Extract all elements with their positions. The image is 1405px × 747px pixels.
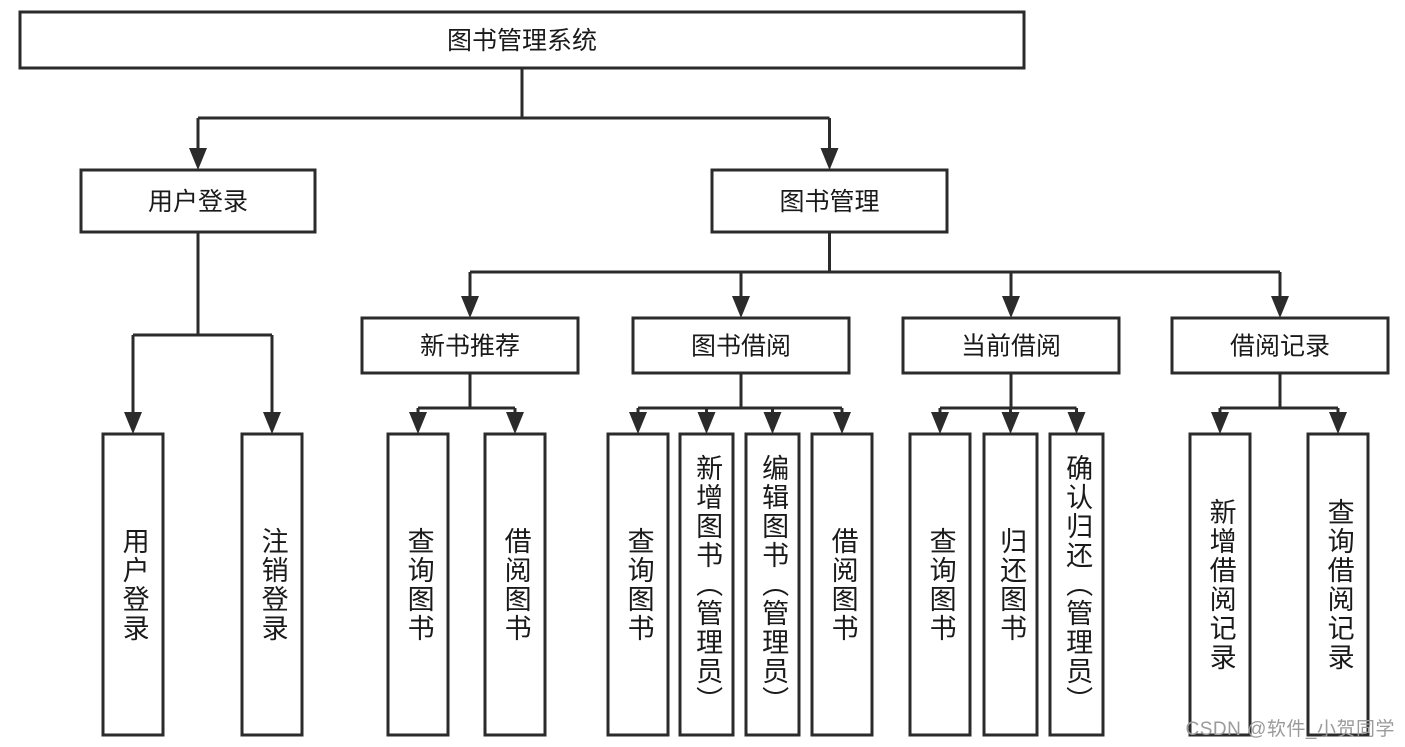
arrow-leaf-query-record (1329, 412, 1347, 434)
level3-node-rect (1170, 316, 1390, 375)
level2-node-rect (79, 168, 317, 234)
leaf-node-leaf-add-record[interactable] (1188, 432, 1252, 737)
leaf-label-leaf-confirm-return: 确认归还（管理员） (1062, 454, 1093, 715)
leaf-label-leaf-user-login: 用户登录 (118, 526, 149, 643)
level3-node-book-borrow[interactable] (631, 316, 851, 375)
level3-node-rect (901, 316, 1121, 375)
level3-node-new-book-rec[interactable] (360, 316, 580, 375)
arrow-leaf-return-book (1001, 412, 1020, 434)
leaf-label-leaf-query-book-1: 查询图书 (403, 526, 434, 643)
leaf-node-leaf-logout[interactable] (240, 432, 304, 737)
arrow-leaf-logout (263, 412, 281, 434)
leaf-label-leaf-query-record: 查询借阅记录 (1323, 497, 1354, 672)
leaf-node-leaf-user-login[interactable] (101, 432, 165, 737)
leaf-node-leaf-borrow-book-2[interactable] (810, 432, 874, 737)
leaf-label-leaf-return-book: 归还图书 (996, 526, 1027, 643)
level2-node-book-manage[interactable] (710, 168, 949, 234)
level3-node-rect (631, 316, 851, 375)
arrow-leaf-add-record (1211, 412, 1229, 434)
leaf-label-leaf-add-book: 新增图书（管理员） (692, 454, 723, 715)
arrow-new-book-rec (461, 296, 479, 318)
arrow-leaf-borrow-book-2 (833, 412, 851, 434)
arrow-leaf-borrow-book-1 (506, 412, 524, 434)
arrow-book-borrow (732, 296, 750, 318)
arrow-leaf-user-login (124, 412, 142, 434)
leaf-node-leaf-query-book-1[interactable] (386, 432, 450, 737)
level3-node-label: 当前借阅 (961, 333, 1061, 361)
leaf-label-leaf-logout: 注销登录 (257, 526, 288, 643)
level2-node-label: 图书管理 (779, 188, 879, 216)
leaf-node-leaf-return-book[interactable] (982, 432, 1039, 737)
root-node-label: 图书管理系统 (447, 27, 597, 55)
level3-node-label: 借阅记录 (1230, 333, 1330, 361)
level3-node-label: 新书推荐 (420, 333, 520, 361)
root-node-root[interactable] (18, 10, 1026, 70)
leaf-node-leaf-query-book-2[interactable] (606, 432, 670, 737)
level3-node-label: 图书借阅 (691, 333, 791, 361)
leaf-label-leaf-borrow-book-2: 借阅图书 (827, 526, 858, 643)
arrow-leaf-add-book (697, 412, 716, 434)
leaf-label-leaf-borrow-book-1: 借阅图书 (500, 526, 531, 643)
leaf-label-leaf-add-record: 新增借阅记录 (1205, 497, 1236, 672)
arrow-leaf-confirm-return (1067, 412, 1086, 434)
leaf-node-leaf-add-book[interactable] (678, 432, 735, 737)
connectors-layer (124, 68, 1347, 434)
leaf-label-leaf-query-book-2: 查询图书 (623, 526, 654, 643)
level3-node-borrow-record[interactable] (1170, 316, 1390, 375)
leaf-node-leaf-query-book-3[interactable] (908, 432, 972, 737)
boxes-layer (18, 10, 1390, 737)
arrow-to-book-manage (820, 148, 839, 170)
root-node-rect (18, 10, 1026, 70)
leaf-label-leaf-query-book-3: 查询图书 (925, 526, 956, 643)
arrow-current-borrow (1002, 296, 1020, 318)
leaf-node-leaf-query-record[interactable] (1306, 432, 1370, 737)
level3-node-current-borrow[interactable] (901, 316, 1121, 375)
arrow-to-user-login (189, 148, 207, 170)
arrow-leaf-query-book-3 (931, 412, 949, 434)
arrow-leaf-query-book-2 (629, 412, 647, 434)
leaf-node-leaf-edit-book[interactable] (744, 432, 801, 737)
level3-node-rect (360, 316, 580, 375)
leaf-label-leaf-edit-book: 编辑图书（管理员） (758, 454, 789, 715)
level2-node-label: 用户登录 (148, 188, 248, 216)
level2-node-user-login[interactable] (79, 168, 317, 234)
arrow-leaf-query-book-1 (409, 412, 427, 434)
csdn-watermark: CSDN @软件_小贺同学 (1185, 719, 1395, 740)
leaf-node-leaf-confirm-return[interactable] (1048, 432, 1105, 737)
leaf-node-leaf-borrow-book-1[interactable] (483, 432, 547, 737)
arrow-borrow-record (1271, 296, 1289, 318)
level2-node-rect (710, 168, 949, 234)
arrow-leaf-edit-book (763, 412, 782, 434)
